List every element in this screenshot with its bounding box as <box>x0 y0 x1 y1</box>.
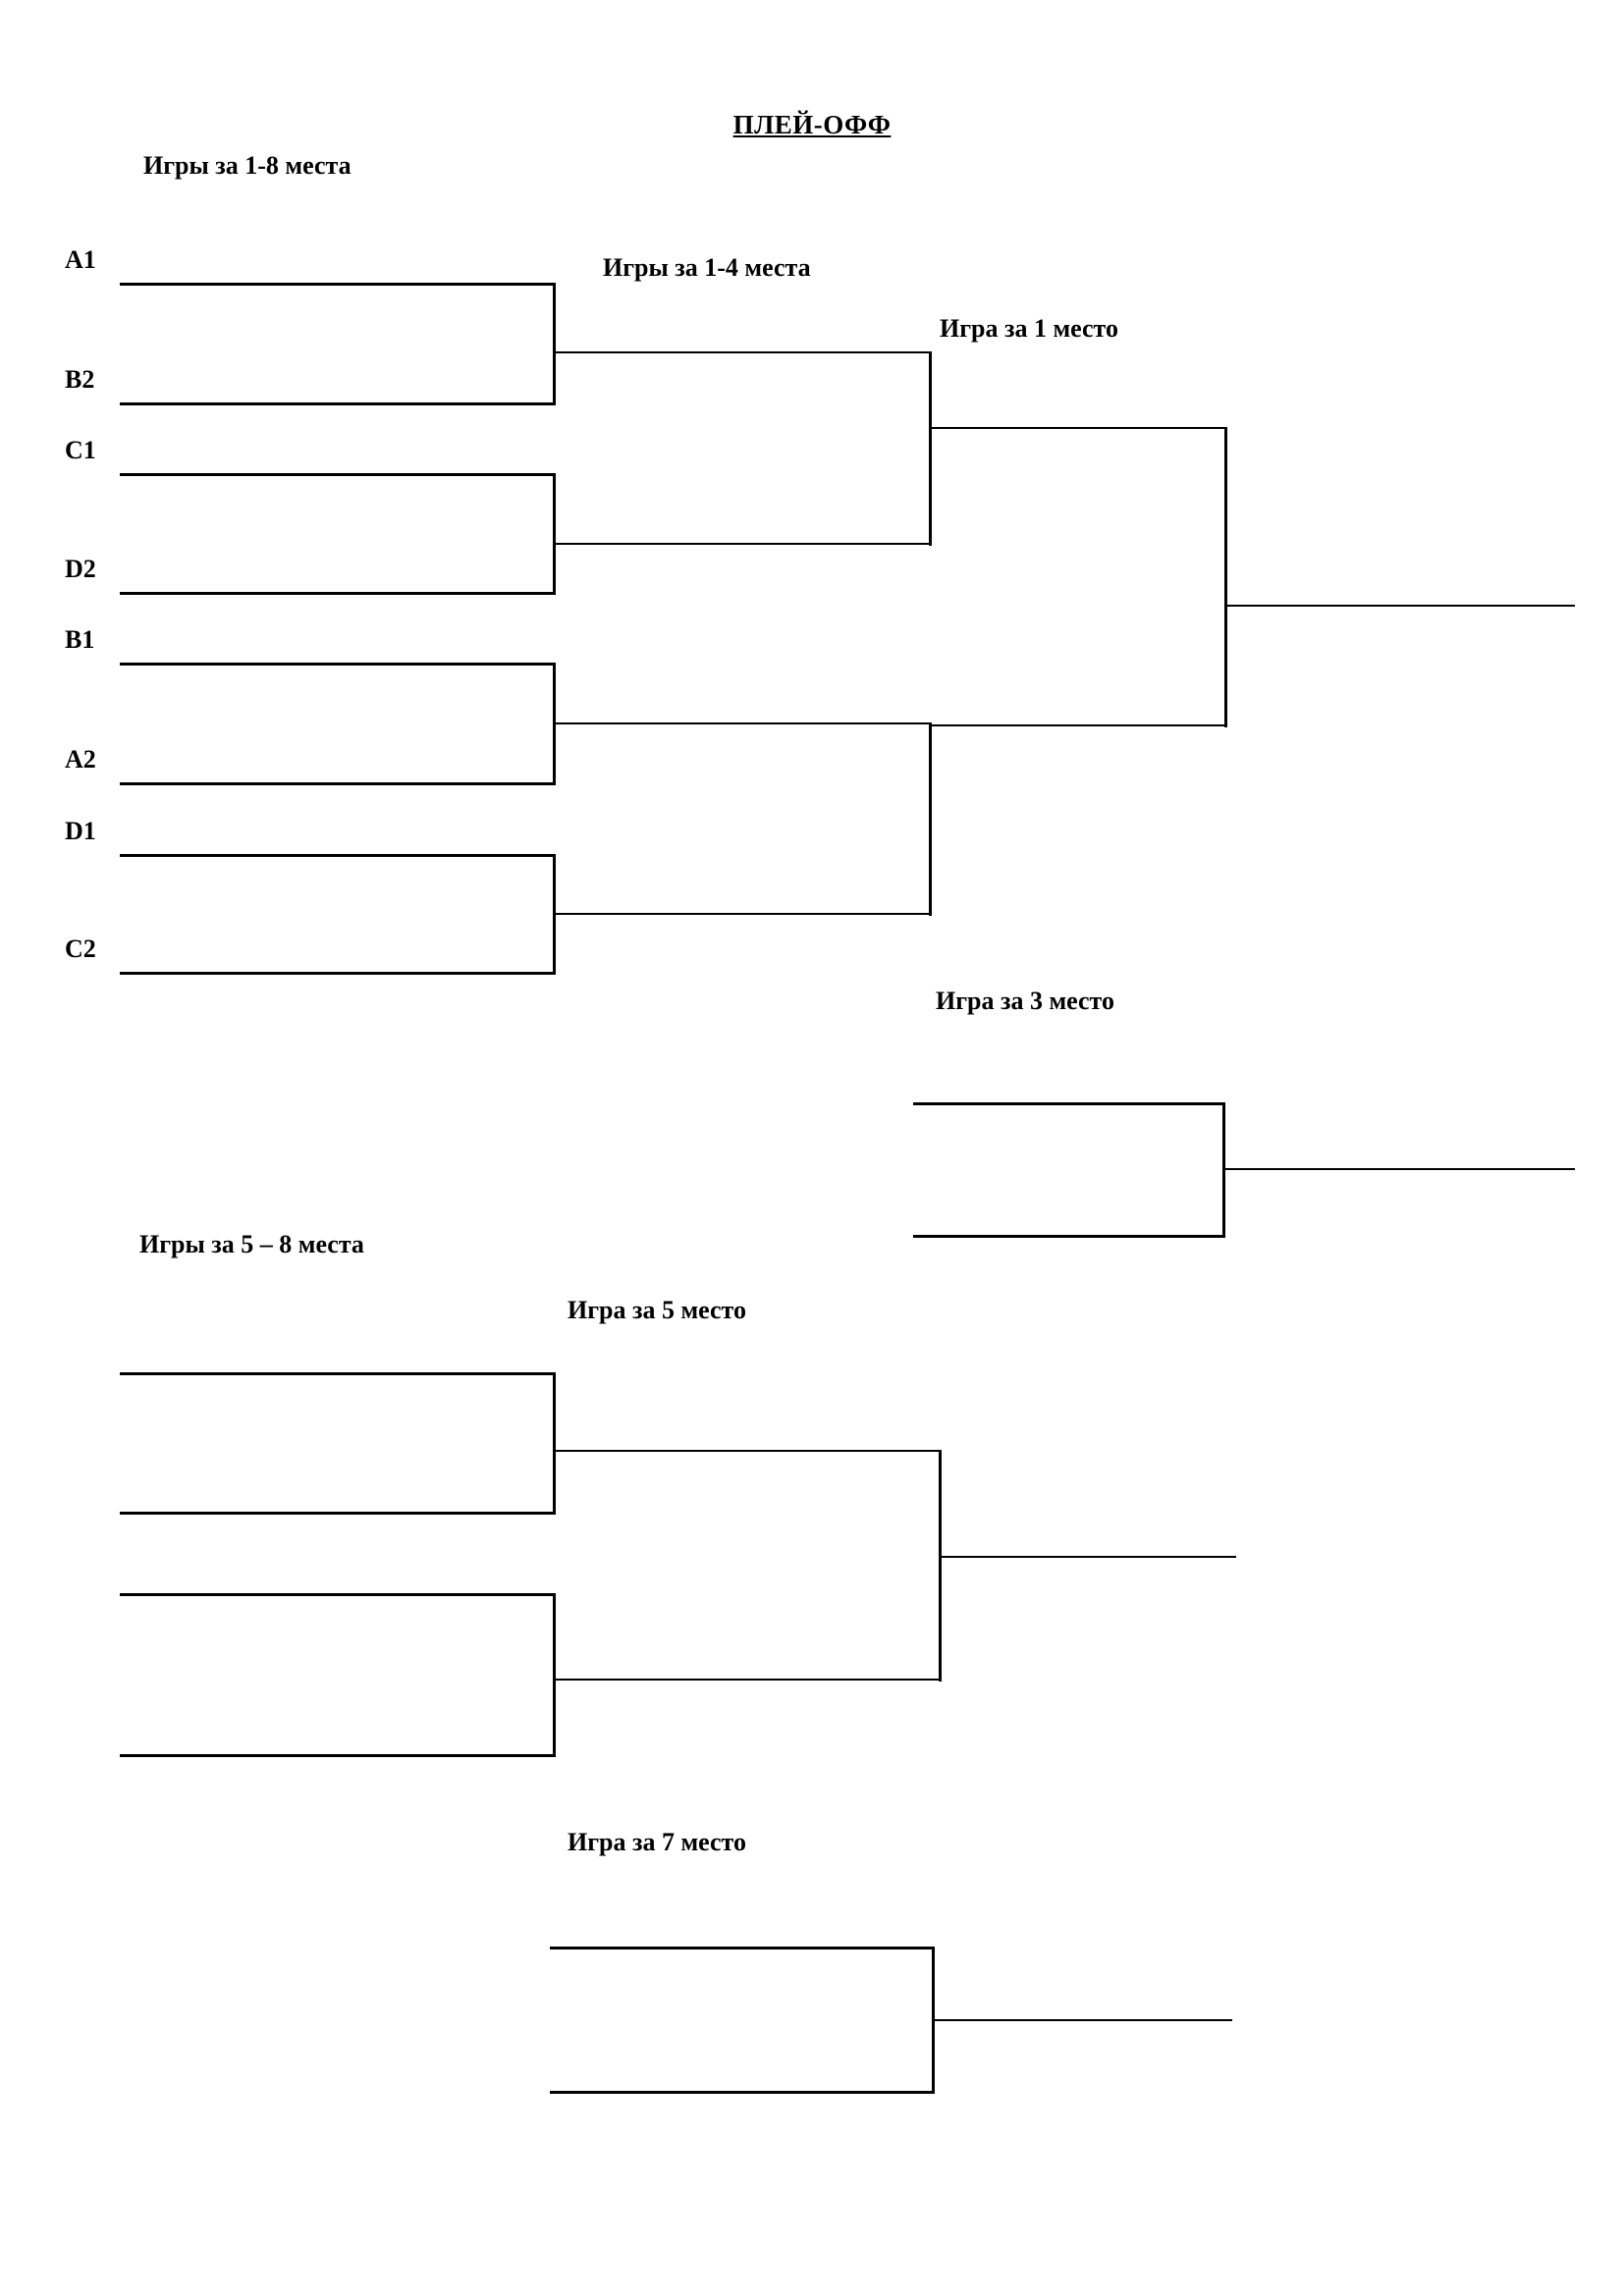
seed-label-d1: D1 <box>65 817 96 845</box>
seed-label-d2: D2 <box>65 555 96 583</box>
bracket-connector-5-8-match2 <box>553 1593 556 1757</box>
bracket-5-8-slot-line-2 <box>120 1512 556 1515</box>
bracket-slot-line-b2 <box>120 402 556 405</box>
seed-label-a2: A2 <box>65 745 96 774</box>
bracket-5th-line-top <box>553 1450 942 1452</box>
bracket-connector-r1-match2 <box>553 473 556 595</box>
heading-game-5th: Игра за 5 место <box>568 1296 746 1324</box>
bracket-connector-r2-match2 <box>929 722 932 916</box>
heading-game-3rd: Игра за 3 место <box>936 987 1114 1015</box>
bracket-r2-line-bot2 <box>553 913 932 915</box>
heading-game-1st: Игра за 1 место <box>940 314 1118 343</box>
bracket-connector-r1-match1 <box>553 283 556 405</box>
bracket-r2-line-top1 <box>553 351 932 353</box>
bracket-7th-output-line <box>932 2019 1232 2021</box>
heading-games-1-4: Игры за 1-4 места <box>603 253 811 282</box>
bracket-connector-5th <box>939 1450 942 1682</box>
bracket-slot-line-c2 <box>120 972 556 975</box>
seed-label-c2: C2 <box>65 934 96 963</box>
bracket-5th-line-bottom <box>553 1679 942 1681</box>
bracket-final-line-top <box>929 427 1227 429</box>
bracket-slot-line-d2 <box>120 592 556 595</box>
seed-label-a1: A1 <box>65 245 96 274</box>
heading-games-5-8: Игры за 5 – 8 места <box>139 1230 364 1258</box>
bracket-slot-line-b1 <box>120 663 556 666</box>
bracket-r2-line-top2 <box>553 543 932 545</box>
bracket-5-8-slot-line-1 <box>120 1372 556 1375</box>
bracket-3rd-line-top <box>913 1102 1225 1105</box>
seed-label-b2: B2 <box>65 365 95 394</box>
heading-games-1-8: Игры за 1-8 места <box>143 151 352 180</box>
page-title: ПЛЕЙ-ОФФ <box>732 110 892 139</box>
bracket-connector-5-8-match1 <box>553 1372 556 1515</box>
heading-game-7th: Игра за 7 место <box>568 1828 746 1856</box>
bracket-connector-final <box>1224 427 1227 727</box>
bracket-5-8-slot-line-4 <box>120 1754 556 1757</box>
seed-label-c1: C1 <box>65 436 96 464</box>
bracket-slot-line-a1 <box>120 283 556 286</box>
bracket-3rd-line-bottom <box>913 1235 1225 1238</box>
bracket-slot-line-d1 <box>120 854 556 857</box>
bracket-5-8-slot-line-3 <box>120 1593 556 1596</box>
bracket-slot-line-a2 <box>120 782 556 785</box>
seed-label-b1: B1 <box>65 625 95 654</box>
bracket-3rd-output-line <box>1222 1168 1575 1170</box>
bracket-connector-r2-match1 <box>929 351 932 546</box>
bracket-champion-line <box>1224 605 1575 607</box>
bracket-final-line-bottom <box>929 724 1227 726</box>
bracket-7th-line-top <box>550 1947 935 1949</box>
bracket-5th-output-line <box>939 1556 1236 1558</box>
bracket-7th-line-bottom <box>550 2091 935 2094</box>
bracket-slot-line-c1 <box>120 473 556 476</box>
bracket-connector-3rd <box>1222 1102 1225 1238</box>
bracket-r2-line-bot1 <box>553 722 932 724</box>
